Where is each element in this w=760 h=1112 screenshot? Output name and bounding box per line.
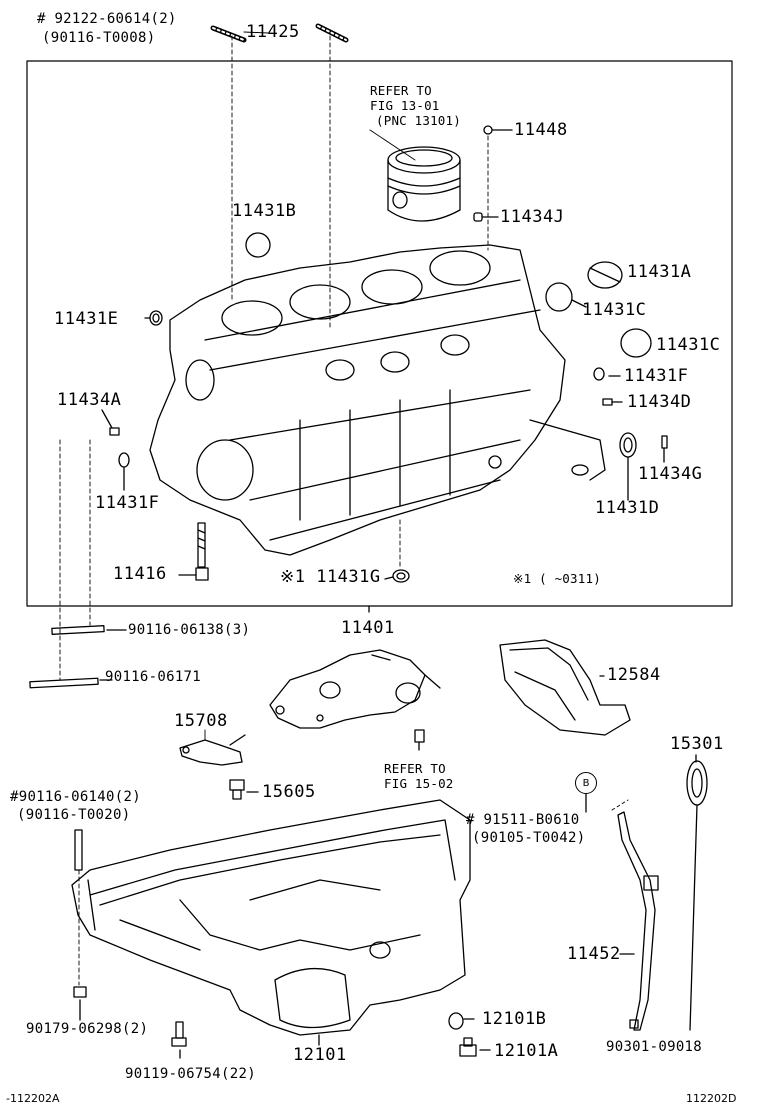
refer-fig-13-pnc: (PNC 13101) [376,113,461,128]
label-90116-t0020: (90116-T0020) [17,807,131,823]
label-90179-06298: 90179-06298(2) [26,1021,149,1037]
gasket-90179-icon [73,986,87,998]
label-11431b: 11431B [232,201,297,221]
label-11431f-left: 11431F [95,493,160,513]
stud-90116-06140-icon [74,829,83,871]
label-90119-06754: 90119-06754(22) [125,1066,256,1082]
plug-11431f-left-icon [118,452,130,468]
cylinder-block-icon [149,244,606,556]
label-11431c-lower: 11431C [656,335,721,355]
label-12101b: 12101B [482,1009,547,1029]
illustration-code-right: 112202D [686,1092,737,1105]
piston-icon [387,146,461,222]
label-11434a: 11434A [57,390,122,410]
oil-level-bracket-15708-icon [179,734,246,766]
plug-11431c-lower-icon [620,328,652,358]
bolt-90119-icon [171,1021,187,1047]
refer-fig-15-line1: REFER TO [384,761,446,776]
stud-90116-06171-icon [29,677,99,689]
label-11448: 11448 [514,120,568,140]
plug-11431a-icon [587,261,623,289]
illustration-code-left: -112202A [6,1092,60,1105]
drain-plug-12101a-icon [459,1037,477,1057]
oil-pump-housing-icon [269,649,441,729]
label-15605: 15605 [262,782,316,802]
oil-seal-11431d-icon [619,432,637,458]
label-11431f-right: 11431F [624,366,689,386]
bolt-90301-icon [629,1019,639,1029]
label-11431d: 11431D [595,498,660,518]
label-11416: 11416 [113,564,167,584]
label-11431c-upper: 11431C [582,300,647,320]
label-92122-60614: # 92122-60614(2) [37,11,177,27]
label-12584: 12584 [607,665,661,685]
label-91511-b0610: # 91511-B0610 [466,812,580,828]
plug-11431e-icon [149,310,163,326]
reference-b-callout: B [575,772,597,794]
footnote-1: ※1 ( ~0311) [513,571,601,586]
bolt-11416-icon [195,522,209,581]
label-11434j: 11434J [500,207,565,227]
label-11434d: 11434D [627,392,692,412]
gasket-12101b-icon [448,1012,464,1030]
oil-pressure-switch-15605-icon [229,779,245,800]
stud-90116-06138-icon [51,624,105,636]
label-90301-09018: 90301-09018 [606,1039,703,1055]
head-bolt-left-icon [210,25,247,43]
small-ring-icon [483,125,493,135]
label-11401: 11401 [341,618,395,638]
label-11431g: ※1 11431G [280,567,381,587]
plug-11431f-right-icon [593,367,605,381]
plug-11434d-icon [602,398,613,406]
label-11431a: 11431A [627,262,692,282]
refer-fig-13-line1: REFER TO [370,83,432,98]
label-11425: 11425 [246,22,300,42]
dipstick-15301-icon [686,760,708,1031]
label-90116-t0008: (90116-T0008) [42,30,156,46]
label-11431e: 11431E [54,309,119,329]
label-12101a: 12101A [494,1041,559,1061]
label-90116-06171: 90116-06171 [105,669,202,685]
label-12101: 12101 [293,1045,347,1065]
oil-baffle-12584-icon [499,639,631,736]
refer-fig-15-line2: FIG 15-02 [384,776,454,791]
label-90116-06140: #90116-06140(2) [10,789,141,805]
plug-11431g-icon [392,569,410,583]
block-assembly-frame [26,60,733,607]
plug-11434j-icon [473,212,483,222]
plug-11431c-upper-icon [545,282,573,312]
bolt-plug-icon [414,729,425,751]
dipstick-guide-11452-icon [617,811,659,1031]
label-15708: 15708 [174,711,228,731]
plug-11434a-icon [109,427,120,436]
plug-11431b-icon [245,232,271,258]
label-15301: 15301 [670,734,724,754]
label-11434g: 11434G [638,464,703,484]
plug-11434g-icon [661,435,668,449]
head-bolt-right-icon [315,23,349,43]
label-90116-06138: 90116-06138(3) [128,622,251,638]
label-11452: 11452 [567,944,621,964]
refer-fig-13-line2: FIG 13-01 [370,98,440,113]
oil-pan-12101-icon [71,799,471,1036]
label-90105-t0042: (90105-T0042) [472,830,586,846]
